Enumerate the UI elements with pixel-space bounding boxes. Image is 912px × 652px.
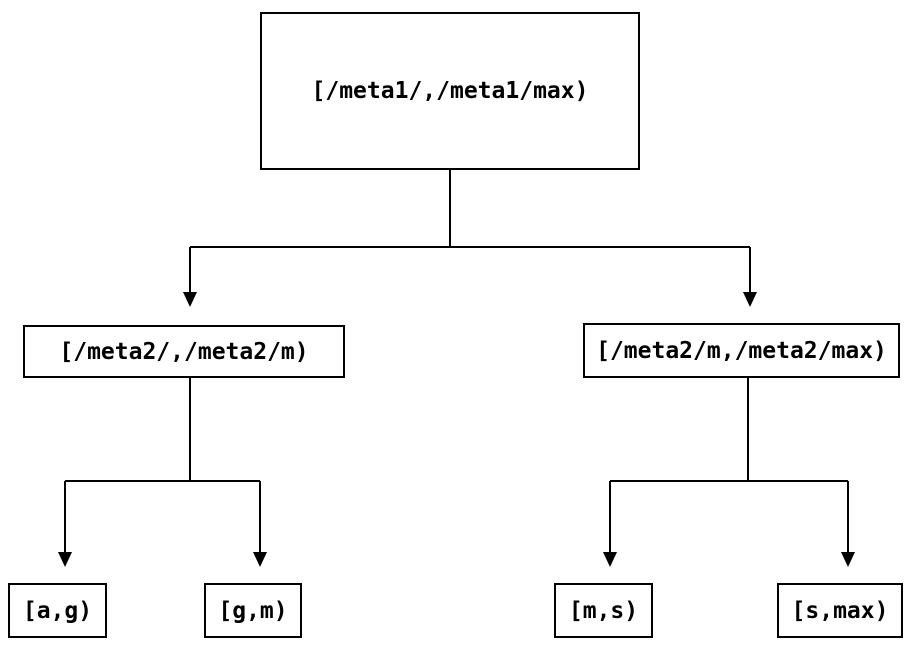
edge-right-to-leaves <box>609 378 849 553</box>
edge-root-to-children <box>189 170 751 293</box>
tree-node-meta2-right: [/meta2/m,/meta2/max) <box>583 323 900 378</box>
tree-node-meta2-left: [/meta2/,/meta2/m) <box>23 325 345 378</box>
tree-leaf-node: [a,g) <box>8 583 107 638</box>
tree-leaf-node: [m,s) <box>554 583 653 638</box>
tree-leaf-label: [g,m) <box>218 597 288 624</box>
tree-node-meta2-right-label: [/meta2/m,/meta2/max) <box>596 337 887 364</box>
tree-leaf-label: [a,g) <box>22 597 93 624</box>
tree-leaf-node: [s,max) <box>777 583 903 638</box>
arrowhead-down-icon <box>253 552 267 567</box>
tree-leaf-label: [m,s) <box>568 597 639 624</box>
tree-node-root-label: [/meta1/,/meta1/max) <box>311 78 589 104</box>
tree-leaf-node: [g,m) <box>204 583 302 638</box>
arrowhead-down-icon <box>841 552 855 567</box>
tree-node-meta2-left-label: [/meta2/,/meta2/m) <box>59 338 309 365</box>
tree-leaf-label: [s,max) <box>791 597 889 624</box>
edge-left-to-leaves <box>64 378 261 553</box>
arrowhead-down-icon <box>58 552 72 567</box>
arrowhead-down-icon <box>743 292 757 307</box>
tree-node-root: [/meta1/,/meta1/max) <box>260 12 640 170</box>
arrowhead-down-icon <box>603 552 617 567</box>
arrowhead-down-icon <box>183 292 197 307</box>
